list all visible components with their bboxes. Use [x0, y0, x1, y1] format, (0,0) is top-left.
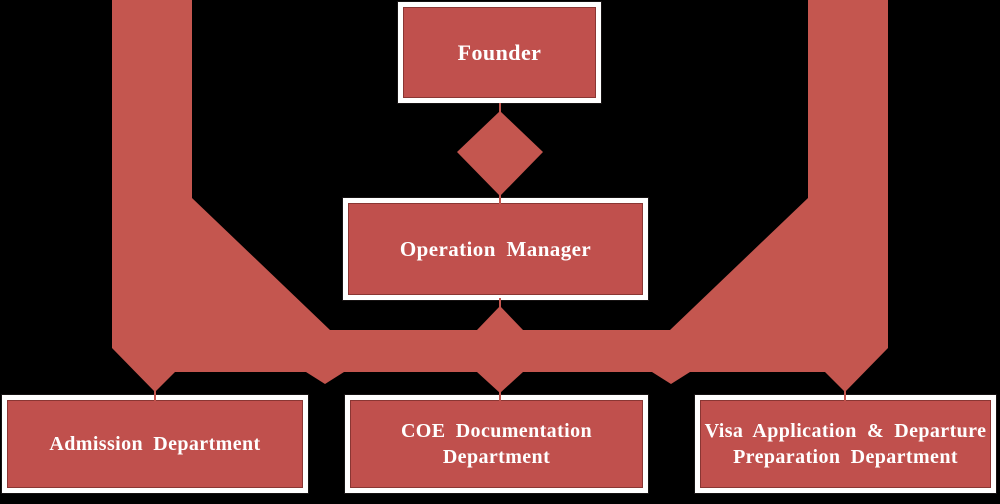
node-operation-manager-label: Operation Manager	[399, 236, 592, 261]
node-coe-label-line2: Department	[442, 446, 551, 468]
node-founder: Founder	[398, 2, 601, 103]
founder-om-diamond	[457, 111, 543, 196]
node-visa-label-line2: Preparation Department	[733, 446, 958, 468]
node-visa-label-line1: Visa Application & Departure	[704, 419, 987, 442]
node-visa-departure-department: Visa Application & Departure Preparation…	[695, 395, 996, 493]
founder-diamond-link	[499, 103, 501, 113]
node-coe-documentation-department: COE Documentation Department	[345, 395, 648, 493]
node-coe-label-line1: COE Documentation	[400, 419, 593, 442]
node-operation-manager: Operation Manager	[343, 198, 648, 300]
node-founder-label: Founder	[457, 39, 542, 65]
node-admission-department: Admission Department	[2, 395, 308, 493]
node-admission-label: Admission Department	[49, 432, 261, 455]
